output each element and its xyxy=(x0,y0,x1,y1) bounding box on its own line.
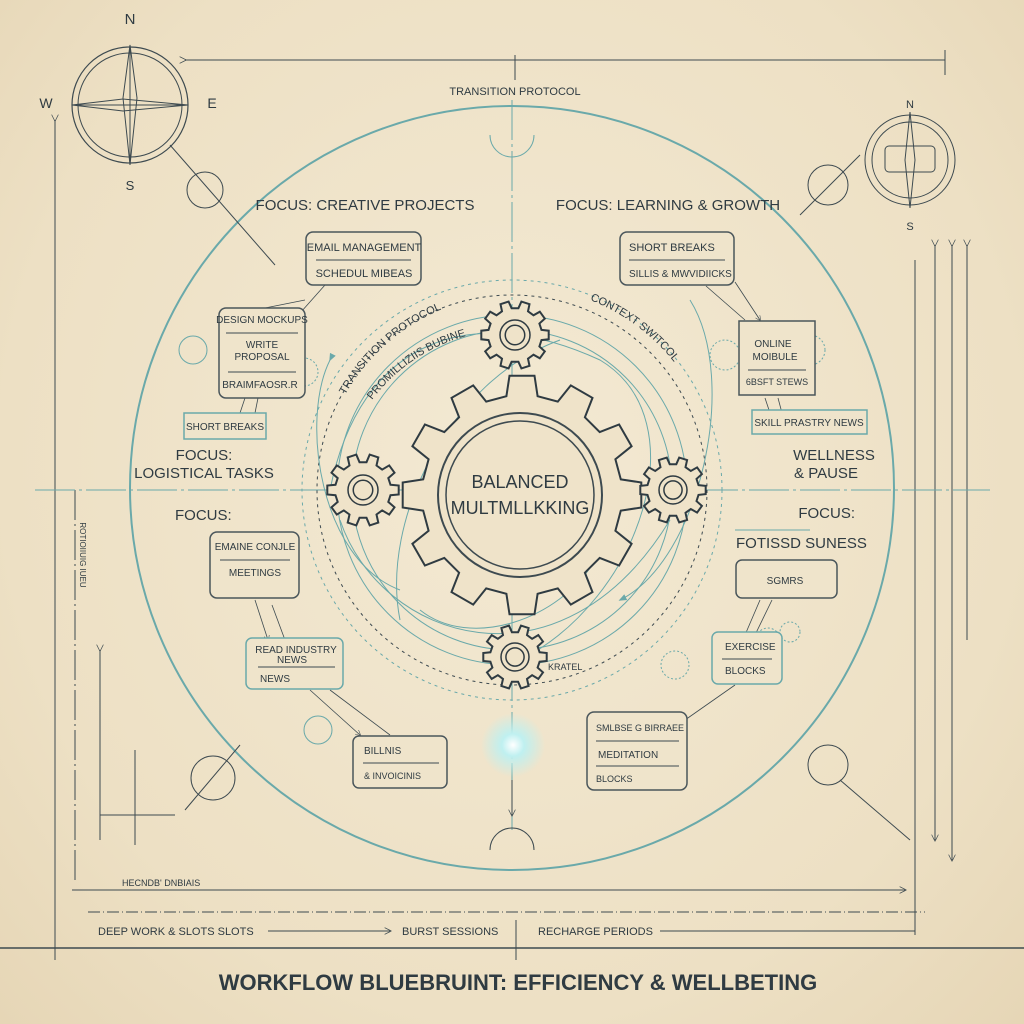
gear-left-icon-hub xyxy=(352,479,374,501)
heading-learning: FOCUS: LEARNING & GROWTH xyxy=(556,197,780,214)
heading-bottom-right-1: FOCUS: xyxy=(798,505,855,522)
svg-text:READ INDUSTRY: READ INDUSTRY xyxy=(255,645,337,656)
box-skill-mastery-news[interactable]: SKILL PRASTRY NEWS xyxy=(751,409,868,435)
svg-text:BLOCKS: BLOCKS xyxy=(725,666,766,677)
box-read-industry-news[interactable]: READ INDUSTRY NEWS NEWS xyxy=(245,637,344,690)
ring-label-context: CONTEXT SWITCOL xyxy=(589,292,681,364)
gear-right-icon-hub xyxy=(663,480,683,500)
heading-logistical-2: LOGISTICAL TASKS xyxy=(134,465,274,482)
heading-bottom-left: FOCUS: xyxy=(175,507,232,524)
svg-text:SHORT BREAKS: SHORT BREAKS xyxy=(186,422,264,433)
timeline-top-label: HECNDB' DNBIAIS xyxy=(122,878,200,888)
bottom-arc-icon xyxy=(489,827,535,851)
box-email-management[interactable]: EMAIL MANAGEMENT SCHEDUL MIBEAS xyxy=(305,231,422,286)
box-short-breaks-left[interactable]: SHORT BREAKS xyxy=(183,412,267,440)
compass-s: S xyxy=(126,178,135,193)
svg-text:SHORT BREAKS: SHORT BREAKS xyxy=(629,242,715,254)
gear-top-icon xyxy=(480,300,550,370)
compass-main-icon xyxy=(71,44,276,266)
center-title-line1: BALANCED xyxy=(471,472,568,492)
svg-text:SGMRS: SGMRS xyxy=(767,576,804,587)
gear-top-icon-hub xyxy=(504,324,526,346)
svg-text:BLOCKS: BLOCKS xyxy=(596,774,633,784)
svg-text:DESIGN MOCKUPS: DESIGN MOCKUPS xyxy=(216,315,308,326)
gear-top-icon-hub xyxy=(499,319,531,351)
svg-text:MEETINGS: MEETINGS xyxy=(229,568,282,579)
svg-text:SCHEDUL MIBEAS: SCHEDUL MIBEAS xyxy=(316,268,413,280)
gears xyxy=(326,300,707,690)
heading-wellness-1: WELLNESS xyxy=(793,447,875,464)
svg-text:EMAIL MANAGEMENT: EMAIL MANAGEMENT xyxy=(307,242,422,254)
compass-n: N xyxy=(125,11,136,28)
svg-text:SMLBSE G BIRRAEE: SMLBSE G BIRRAEE xyxy=(596,723,684,733)
heading-creative: FOCUS: CREATIVE PROJECTS xyxy=(256,197,475,214)
gear-bottom-icon-hub xyxy=(505,647,525,667)
timeline-deep-work: DEEP WORK & SLOTS SLOTS xyxy=(98,926,254,938)
box-sgmrs[interactable]: SGMRS xyxy=(735,559,838,599)
frame-lines xyxy=(0,50,1024,960)
svg-text:BRAIMFAOSR.R: BRAIMFAOSR.R xyxy=(222,380,298,391)
gear-left-icon xyxy=(326,453,400,527)
timeline-burst-sessions: BURST SESSIONS xyxy=(402,926,498,938)
svg-text:6BSFT STEWS: 6BSFT STEWS xyxy=(746,377,808,387)
top-label: TRANSITION PROTOCOL xyxy=(449,86,580,98)
compass-e: E xyxy=(207,95,216,111)
heading-logistical-1: FOCUS: xyxy=(176,447,233,464)
small-compass-n: N xyxy=(906,99,914,111)
box-online-module[interactable]: ONLINE MOIBULE 6BSFT STEWS xyxy=(738,320,816,396)
svg-text:ONLINE: ONLINE xyxy=(754,339,792,350)
box-design-mockups[interactable]: DESIGN MOCKUPS WRITE PROPOSAL BRAIMFAOSR… xyxy=(216,307,308,399)
box-billing-invoicing[interactable]: BILLNIS & INVOICINIS xyxy=(352,735,448,789)
page-title: WORKFLOW BLUEBRUINT: EFFICIENCY & WELLBE… xyxy=(219,970,817,995)
box-short-breaks-right[interactable]: SHORT BREAKS SILLIS & MWVIDIICKS xyxy=(619,231,735,286)
heading-wellness-2: & PAUSE xyxy=(794,465,858,482)
small-compass-s: S xyxy=(906,221,913,233)
instrument-icons xyxy=(184,154,911,841)
timeline-recharge-periods: RECHARGE PERIODS xyxy=(538,926,653,938)
svg-text:SILLIS & MWVIDIICKS: SILLIS & MWVIDIICKS xyxy=(629,269,732,280)
svg-text:NEWS: NEWS xyxy=(277,655,307,666)
svg-text:PROPOSAL: PROPOSAL xyxy=(234,352,289,363)
gear-right-icon xyxy=(639,456,707,524)
svg-text:BILLNIS: BILLNIS xyxy=(364,746,402,757)
side-vertical-label: ROTIOIIUIG IUEU xyxy=(78,522,87,588)
top-arc-icon xyxy=(489,134,535,158)
svg-text:SKILL PRASTRY NEWS: SKILL PRASTRY NEWS xyxy=(754,418,864,429)
svg-text:EXERCISE: EXERCISE xyxy=(725,642,776,653)
svg-text:MOIBULE: MOIBULE xyxy=(752,352,797,363)
box-meetings[interactable]: EMAINE CONJLE MEETINGS xyxy=(209,531,300,599)
gear-bottom-icon xyxy=(482,624,548,690)
box-meditation-blocks[interactable]: SMLBSE G BIRRAEE MEDITATION BLOCKS xyxy=(586,711,688,791)
compass-w: W xyxy=(39,95,53,111)
glow-point xyxy=(481,713,545,777)
svg-text:NEWS: NEWS xyxy=(260,674,290,685)
box-exercise-blocks[interactable]: EXERCISE BLOCKS xyxy=(711,631,783,685)
svg-text:WRITE: WRITE xyxy=(246,340,279,351)
gear-right-icon-hub xyxy=(658,475,688,505)
compass-small-icon xyxy=(864,111,956,209)
gear-bottom-icon-hub xyxy=(500,642,530,672)
heading-bottom-right-2: FOTISSD SUNESS xyxy=(736,535,867,552)
svg-text:MEDITATION: MEDITATION xyxy=(598,750,658,761)
ring-label-bottom: KRATEL xyxy=(548,662,582,672)
center-title-line2: MULTMLLKKING xyxy=(451,498,590,518)
svg-text:EMAINE CONJLE: EMAINE CONJLE xyxy=(215,542,296,553)
gear-left-icon-hub xyxy=(347,474,379,506)
svg-text:& INVOICINIS: & INVOICINIS xyxy=(364,771,421,781)
center-ring-outer xyxy=(437,412,603,578)
